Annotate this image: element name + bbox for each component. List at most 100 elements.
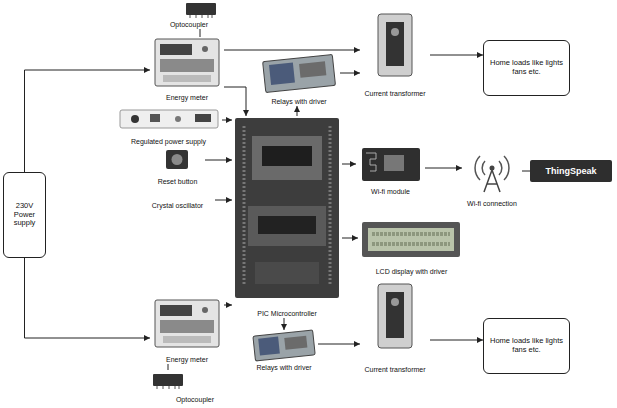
component-label: Wi-fi module <box>371 188 410 196</box>
button-cap <box>172 154 183 165</box>
mcu-chip <box>262 146 312 166</box>
ct-hole <box>391 298 399 306</box>
lcd-frame <box>362 222 460 257</box>
meter-led <box>202 307 208 313</box>
lcd-icon <box>362 222 460 257</box>
mcu-area-2 <box>248 206 326 246</box>
optocoupler-icon <box>153 374 183 389</box>
energy-meter-icon <box>155 39 219 86</box>
lcd-display: LCD display with driver <box>358 220 465 276</box>
relay-driver <box>299 61 326 78</box>
optocoupler: Optocoupler <box>150 370 240 404</box>
power-supply-board-icon <box>120 110 218 128</box>
tower-top <box>490 166 495 171</box>
ct-core <box>386 292 404 338</box>
relay-pcb <box>263 54 336 92</box>
ic-pins <box>190 15 212 18</box>
psu-led <box>175 116 181 122</box>
ic-body <box>153 374 183 386</box>
component-label: Relays with driver <box>271 98 326 106</box>
optocoupler: Optocoupler <box>150 0 228 29</box>
connector-arrow <box>215 200 232 201</box>
meter-panel <box>160 320 214 333</box>
connector-arrow <box>425 168 462 169</box>
wifi-antenna <box>366 153 376 171</box>
current-transformer-icon <box>378 284 412 348</box>
cloud-logo: ThingSpeak <box>530 160 612 182</box>
relay-driver <box>284 336 307 350</box>
current-transformer: Current transformer <box>360 280 430 374</box>
component-label: Regulated power supply <box>131 138 206 146</box>
wifi-module: Wi-fi module <box>356 146 425 196</box>
connector-arrow <box>25 258 151 338</box>
ct-body <box>378 284 412 348</box>
component-label: Relays with driver <box>256 364 311 372</box>
energy-meter: Energy meter <box>150 298 224 364</box>
connector-arrow <box>430 340 483 341</box>
regulated-power-supply: Regulated power supply <box>115 108 222 146</box>
psu-capacitor <box>131 115 139 123</box>
ic-pins <box>157 386 179 389</box>
connector-arrow <box>224 50 360 51</box>
energy-meter-icon <box>155 300 219 347</box>
optocoupler-icon <box>186 3 216 18</box>
ct-core <box>386 22 404 66</box>
wifi-module-icon <box>362 148 420 181</box>
box-text: Home loads like lights fans etc. <box>487 59 566 76</box>
mcu-area <box>252 136 322 180</box>
current-transformer: Current transformer <box>360 10 430 98</box>
power-supply-box: 230V Power supply <box>3 172 46 258</box>
crystal-oscillator: Crystal oscillator <box>140 190 215 210</box>
connector-arrow <box>200 29 201 37</box>
psu-connector <box>195 114 211 122</box>
connector-arrow <box>284 318 285 330</box>
lcd-screen <box>368 228 454 251</box>
psu-regulator <box>150 114 160 122</box>
meter-display <box>160 44 192 55</box>
current-transformer-icon <box>378 14 412 76</box>
connector-arrow <box>205 160 232 161</box>
mcu-headers <box>244 126 330 286</box>
relay-pcb <box>253 330 315 361</box>
relay-board: Relays with driver <box>250 330 318 372</box>
component-label: Current transformer <box>364 90 425 98</box>
reset-button-icon <box>166 150 188 169</box>
meter-display <box>160 305 192 316</box>
connector-arrow <box>168 364 169 370</box>
mcu-area-3 <box>255 262 319 284</box>
wifi-chip <box>384 155 404 171</box>
connector-arrow <box>297 106 298 116</box>
connector-arrow <box>340 73 360 74</box>
relay-board: Relays with driver <box>258 55 340 106</box>
lcd-cells <box>372 234 450 244</box>
connector-arrow <box>222 120 232 121</box>
meter-panel <box>160 59 214 72</box>
connector-arrow <box>342 164 356 165</box>
component-label: PIC Microcontroller <box>257 310 317 318</box>
component-label: Energy meter <box>166 356 208 364</box>
microcontroller-board-icon <box>235 118 339 298</box>
box-text: Home loads like lights fans etc. <box>487 337 566 354</box>
reset-button: Reset button <box>150 148 205 186</box>
connector-arrow <box>430 55 483 56</box>
mcu-chip-2 <box>258 216 316 234</box>
component-label: Crystal oscillator <box>152 202 203 210</box>
ic-body <box>186 3 216 15</box>
component-label: Optocoupler <box>176 396 214 404</box>
connector-arrow <box>224 87 246 116</box>
component-label: Wi-fi connection <box>467 200 517 208</box>
button-base <box>166 150 188 169</box>
energy-meter: Energy meter <box>150 37 224 102</box>
component-label: LCD display with driver <box>376 268 448 276</box>
relay-board-icon <box>253 330 315 361</box>
connector-arrow <box>522 171 530 172</box>
tower <box>484 170 500 192</box>
load-box: Home loads like lights fans etc. <box>483 318 570 374</box>
meter-terminal <box>163 75 211 82</box>
wifi-tower-icon <box>475 156 509 192</box>
psu-board <box>120 110 218 128</box>
component-label: Optocoupler <box>170 21 208 29</box>
microcontroller: PIC Microcontroller <box>232 116 342 318</box>
mcu-pcb <box>235 118 339 298</box>
